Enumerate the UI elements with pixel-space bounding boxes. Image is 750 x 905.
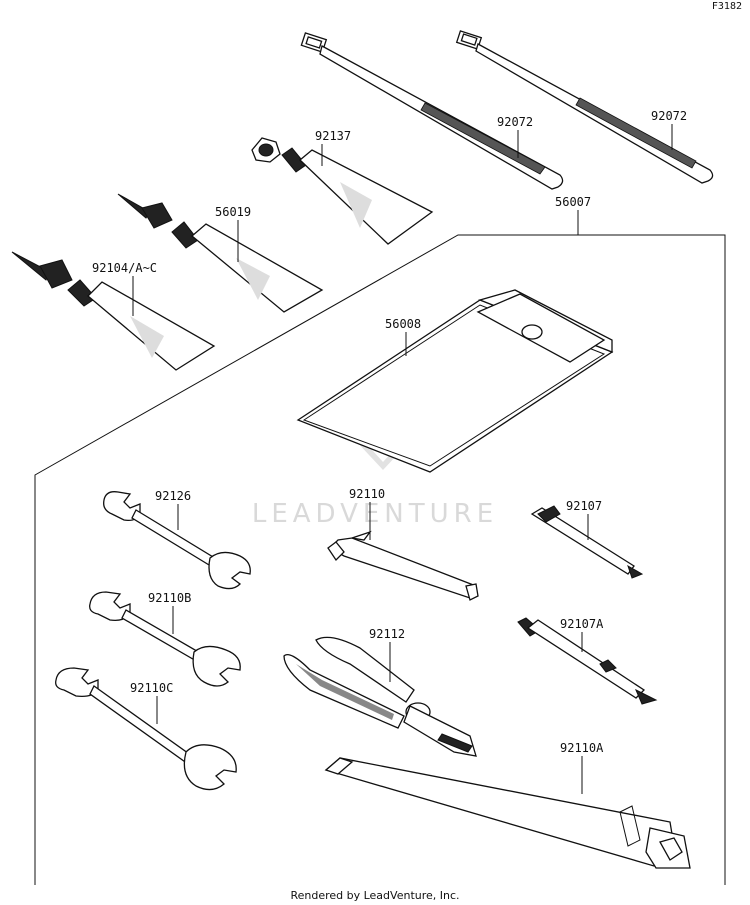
tube-92137[interactable] — [251, 137, 434, 245]
screwdriver-92107[interactable] — [530, 505, 644, 579]
label-92104: 92104/A~C — [92, 261, 157, 275]
label-92110: 92110 — [349, 487, 385, 501]
socket-wrench-92110a[interactable] — [324, 757, 691, 869]
label-92137: 92137 — [315, 129, 351, 143]
label-56019: 56019 — [215, 205, 251, 219]
tool-kit-outline — [34, 234, 726, 885]
label-tie-left: 92072 — [497, 115, 533, 129]
wrench-92110c[interactable] — [55, 667, 237, 791]
label-92110a: 92110A — [560, 741, 604, 755]
footer-credit: Rendered by LeadVenture, Inc. — [290, 889, 459, 902]
label-tie-right: 92072 — [651, 109, 687, 123]
wrench-92126[interactable] — [103, 491, 251, 590]
tool-pouch-56008[interactable] — [296, 289, 614, 473]
watermark-text: LEADVENTURE — [252, 499, 498, 529]
label-92110b: 92110B — [148, 591, 191, 605]
tube-56019[interactable] — [117, 193, 324, 313]
label-92112: 92112 — [369, 627, 405, 641]
label-92126: 92126 — [155, 489, 191, 503]
label-92107: 92107 — [566, 499, 602, 513]
label-56008: 56008 — [385, 317, 421, 331]
diagram-id: F3182 — [712, 1, 742, 12]
cable-tie-left[interactable] — [300, 32, 564, 190]
screwdriver-92107a[interactable] — [517, 617, 658, 705]
wrench-92110b[interactable] — [89, 591, 241, 687]
label-92107a: 92107A — [560, 617, 604, 631]
label-92110c: 92110C — [130, 681, 173, 695]
tube-92104[interactable] — [11, 251, 216, 371]
hex-key-92110[interactable] — [327, 530, 479, 601]
label-56007: 56007 — [555, 195, 591, 209]
pliers-92112[interactable] — [283, 636, 477, 757]
cable-tie-right[interactable] — [455, 30, 714, 184]
